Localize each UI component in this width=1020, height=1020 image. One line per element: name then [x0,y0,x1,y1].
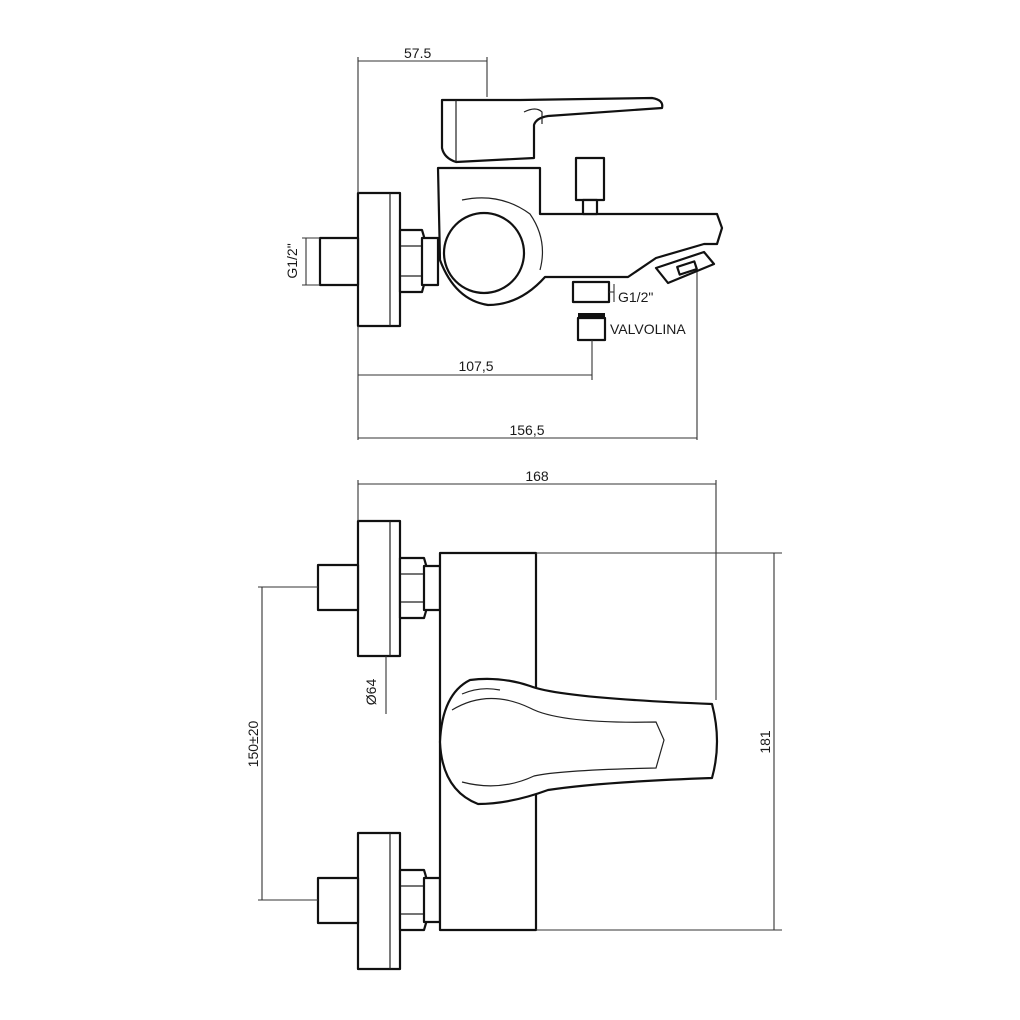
side-aerator [676,260,698,276]
thread-inlet-label: G1/2" [284,243,300,278]
front-lower-flange [356,831,402,971]
valvolina-label: VALVOLINA [610,321,686,337]
front-view: 168 181 150±20 Ø64 [245,468,782,971]
side-cartridge [442,211,526,295]
side-lever [440,96,664,164]
dim-181-label: 181 [757,730,773,754]
side-flange [356,191,402,328]
dim-diameter-label: Ø64 [363,679,379,706]
dim-57-5-label: 57.5 [404,45,431,61]
side-outlet-connector [571,280,611,304]
dim-150-20-label: 150±20 [245,720,261,767]
front-upper-pipe [316,563,360,612]
side-inlet-pipe [318,236,360,287]
front-upper-flange [356,519,402,658]
dim-156-5-label: 156,5 [509,422,544,438]
thread-outlet-label: G1/2" [618,289,653,305]
dim-107-5-label: 107,5 [458,358,493,374]
side-hex-neck [420,236,440,287]
side-diverter-knob [574,156,606,202]
front-lever [438,677,719,806]
front-upper-neck [422,564,442,612]
front-lower-pipe [316,876,360,925]
dim-168-label: 168 [525,468,549,484]
side-diverter-stem [581,198,599,216]
front-lower-neck [422,876,442,924]
valvolina-body [576,316,607,342]
valvolina-ring [578,313,605,318]
side-view: 57.5 107,5 156,5 G1/2" G1/2" VALVOLINA [284,45,724,440]
